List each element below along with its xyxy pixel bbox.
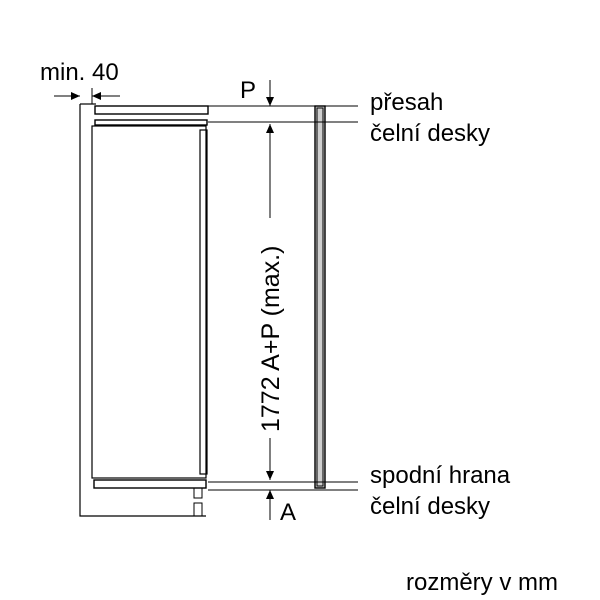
overlap-label-line2: čelní desky — [370, 120, 490, 147]
bottom-plinth — [93, 479, 207, 517]
min-gap-label: min. 40 — [40, 59, 119, 86]
overlap-label-line1: přesah — [370, 89, 443, 116]
niche-outline — [79, 103, 206, 517]
p-marker-label: P — [240, 77, 256, 104]
min-gap-dimension — [54, 88, 120, 104]
appliance-body — [91, 125, 208, 479]
p-arrow — [266, 80, 274, 106]
units-note: rozměry v mm — [406, 569, 558, 596]
top-rail — [94, 119, 208, 126]
height-dimension-label: 1772 A+P (max.) — [257, 246, 285, 432]
a-arrow — [266, 490, 274, 520]
a-marker-label: A — [280, 499, 296, 526]
reference-lines — [208, 105, 358, 491]
top-cover-strip — [94, 105, 209, 115]
dimension-label-bg — [255, 218, 285, 438]
bottom-edge-label-line1: spodní hrana — [370, 462, 511, 489]
bottom-edge-label-line2: čelní desky — [370, 493, 490, 520]
